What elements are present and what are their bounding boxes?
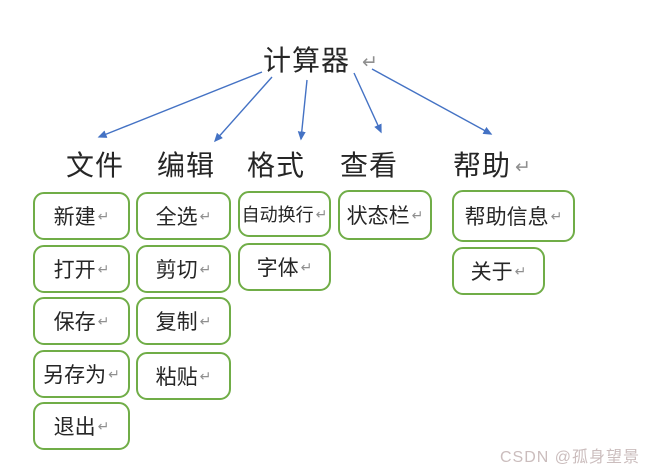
menu-header-help: 帮助↵ [453, 144, 532, 184]
menu-item-label: 打开 [53, 259, 96, 282]
menu-item-box-save: 保存↵ [33, 297, 130, 345]
paragraph-return-icon: ↵ [97, 207, 110, 224]
paragraph-return-icon: ↵ [97, 260, 110, 277]
arrow-title-to-format [297, 79, 308, 141]
menu-item-label: 退出 [53, 416, 96, 439]
menu-item-box-cut: 剪切↵ [136, 245, 231, 293]
menu-item-box-save-as: 另存为↵ [33, 350, 130, 398]
menu-item-box-new: 新建↵ [33, 192, 130, 240]
menu-item-box-copy: 复制↵ [136, 297, 231, 345]
menu-item-label: 粘贴 [155, 366, 198, 389]
arrow-title-to-help [371, 68, 493, 135]
menu-item-label: 字体 [256, 257, 299, 280]
menu-item-box-status-bar: 状态栏↵ [338, 190, 432, 240]
menu-item-label: 帮助信息 [464, 206, 549, 229]
menu-item-label: 全选 [155, 206, 198, 229]
arrow-title-to-view [353, 72, 382, 134]
menu-item-box-help-info: 帮助信息↵ [452, 190, 575, 242]
menu-item-label: 保存 [53, 311, 96, 334]
menu-header-view: 查看 [340, 144, 398, 184]
menu-item-label: 新建 [53, 206, 96, 229]
menu-item-box-word-wrap: 自动换行↵ [238, 191, 331, 237]
menu-header-label: 查看 [340, 150, 399, 181]
paragraph-return-icon: ↵ [411, 206, 424, 223]
menu-header-label: 格式 [247, 150, 306, 181]
menu-item-label: 关于 [470, 261, 513, 284]
paragraph-return-icon: ↵ [362, 52, 379, 73]
paragraph-return-icon: ↵ [300, 258, 313, 275]
menu-item-box-font: 字体↵ [238, 243, 331, 291]
menu-header-file: 文件 [66, 144, 124, 184]
menu-header-label: 文件 [66, 150, 125, 181]
paragraph-return-icon: ↵ [108, 365, 120, 382]
paragraph-return-icon: ↵ [199, 367, 212, 384]
csdn-watermark: CSDN @孤身望景 [500, 449, 641, 466]
paragraph-return-icon: ↵ [199, 260, 212, 277]
menu-item-box-paste: 粘贴↵ [136, 352, 231, 400]
menu-item-label: 剪切 [155, 259, 198, 282]
menu-item-label: 复制 [155, 311, 198, 334]
paragraph-return-icon: ↵ [199, 312, 212, 329]
paragraph-return-icon: ↵ [515, 157, 532, 178]
arrow-title-to-edit [214, 76, 273, 143]
menu-item-label: 状态栏 [346, 205, 410, 228]
paragraph-return-icon: ↵ [550, 207, 563, 224]
menu-header-edit: 编辑 [157, 144, 215, 184]
menu-item-label: 另存为 [43, 364, 107, 387]
menu-item-box-open: 打开↵ [33, 245, 130, 293]
menu-item-box-select-all: 全选↵ [136, 192, 231, 240]
menu-item-box-about: 关于↵ [452, 247, 545, 295]
arrow-title-to-file [97, 71, 263, 138]
paragraph-return-icon: ↵ [514, 262, 527, 279]
paragraph-return-icon: ↵ [315, 205, 328, 222]
menu-header-format: 格式 [247, 144, 305, 184]
menu-item-label: 自动换行 [241, 205, 314, 225]
paragraph-return-icon: ↵ [199, 207, 212, 224]
menu-item-box-exit: 退出↵ [33, 402, 130, 450]
diagram-title: 计算器 ↵ [263, 39, 379, 79]
menu-header-label: 帮助 [453, 150, 512, 181]
paragraph-return-icon: ↵ [97, 417, 110, 434]
menu-header-label: 编辑 [157, 150, 216, 181]
diagram-title-text: 计算器 [263, 45, 351, 76]
paragraph-return-icon: ↵ [97, 312, 110, 329]
